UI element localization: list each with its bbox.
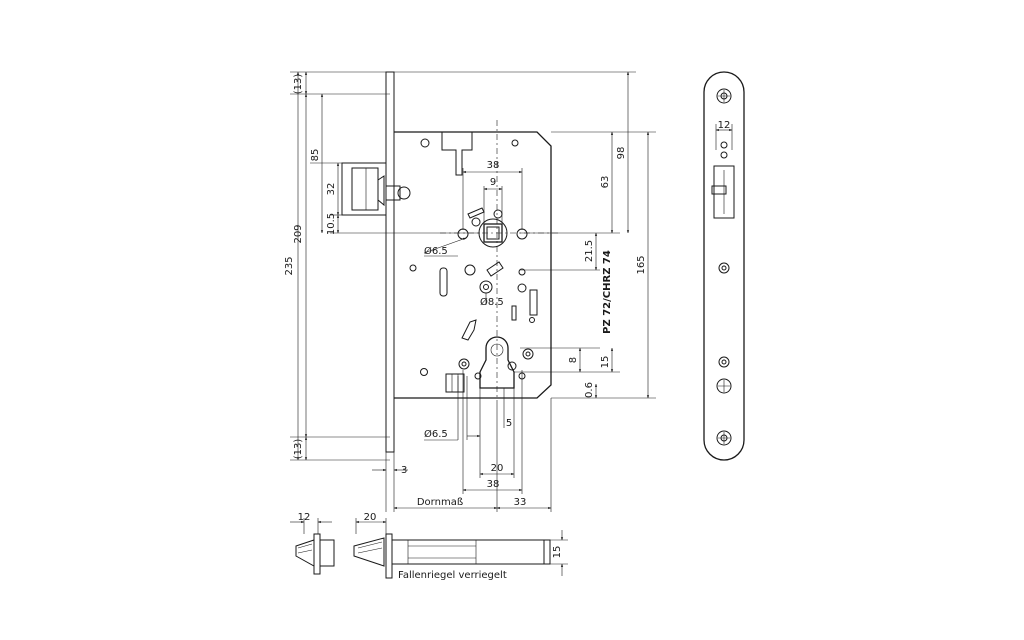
follower bbox=[457, 207, 528, 248]
dim-5: 5 bbox=[506, 418, 512, 429]
lever-slot bbox=[486, 261, 504, 277]
cylinder-cutout bbox=[458, 336, 534, 389]
latch-side-view-2: 20 15 Fallenriegel verriegelt bbox=[353, 512, 568, 581]
lock-body-view bbox=[341, 71, 560, 453]
backset-label: Dornmaß bbox=[417, 497, 463, 508]
latch-side-view-1: 12 bbox=[290, 512, 335, 575]
dim-21-5: 21.5 bbox=[584, 240, 595, 262]
dim-8: 8 bbox=[568, 357, 579, 363]
bottom-dimensions: Ø6.5 5 20 38 3 Dornmaß 33 bbox=[372, 370, 552, 512]
dim-38-bottom: 38 bbox=[487, 479, 500, 490]
dim-dia-8-5: Ø8.5 bbox=[480, 296, 504, 308]
top-screw bbox=[420, 138, 430, 148]
latch-locked-label: Fallenriegel verriegelt bbox=[398, 570, 507, 581]
dim-85: 85 bbox=[310, 149, 321, 162]
dim-faceplate-12: 12 bbox=[718, 120, 731, 131]
dim-latch-15: 15 bbox=[552, 546, 563, 559]
dim-63: 63 bbox=[600, 176, 611, 189]
right-dimensions: 98 63 165 21.5 PZ 72/CHRZ 74 8 15 0.6 bbox=[394, 71, 656, 399]
faceplate-outline bbox=[703, 71, 745, 461]
dim-32: 32 bbox=[326, 183, 337, 196]
dim-165: 165 bbox=[636, 255, 647, 274]
dim-9: 9 bbox=[490, 177, 496, 188]
faceplate-view: 12 bbox=[703, 71, 745, 461]
dim-13-bottom: (13) bbox=[293, 439, 304, 460]
key-lever bbox=[461, 319, 477, 341]
dim-13-top: (13) bbox=[293, 74, 304, 95]
cylinder-label: PZ 72/CHRZ 74 bbox=[602, 250, 613, 334]
latch-bolt bbox=[341, 162, 411, 216]
forend-strip bbox=[385, 71, 395, 453]
dim-98: 98 bbox=[616, 147, 627, 160]
dim-dia-6-5-upper: Ø6.5 bbox=[424, 245, 448, 257]
auxiliary-bolt bbox=[445, 373, 465, 393]
dim-235: 235 bbox=[284, 256, 295, 275]
dim-dia-6-5-lower: Ø6.5 bbox=[424, 428, 448, 440]
dim-latch-20: 20 bbox=[364, 512, 377, 523]
vertical-slot-left bbox=[439, 267, 448, 297]
latch-opening bbox=[713, 165, 735, 219]
dim-15-right: 15 bbox=[600, 356, 611, 369]
dim-209: 209 bbox=[293, 224, 304, 243]
dim-33: 33 bbox=[514, 497, 527, 508]
dim-10-5: 10.5 bbox=[326, 213, 337, 235]
dim-latch-12: 12 bbox=[298, 512, 311, 523]
dim-3: 3 bbox=[401, 465, 407, 476]
lock-case-outline bbox=[394, 131, 552, 399]
dim-38-top: 38 bbox=[487, 160, 500, 171]
upper-inner-dimensions: 38 9 Ø6.5 Ø8.5 bbox=[423, 160, 523, 308]
left-dimensions: 235 (13) (13) 209 85 32 10.5 bbox=[284, 71, 480, 461]
dim-0-6: 0.6 bbox=[584, 382, 595, 398]
top-slot bbox=[441, 132, 473, 176]
